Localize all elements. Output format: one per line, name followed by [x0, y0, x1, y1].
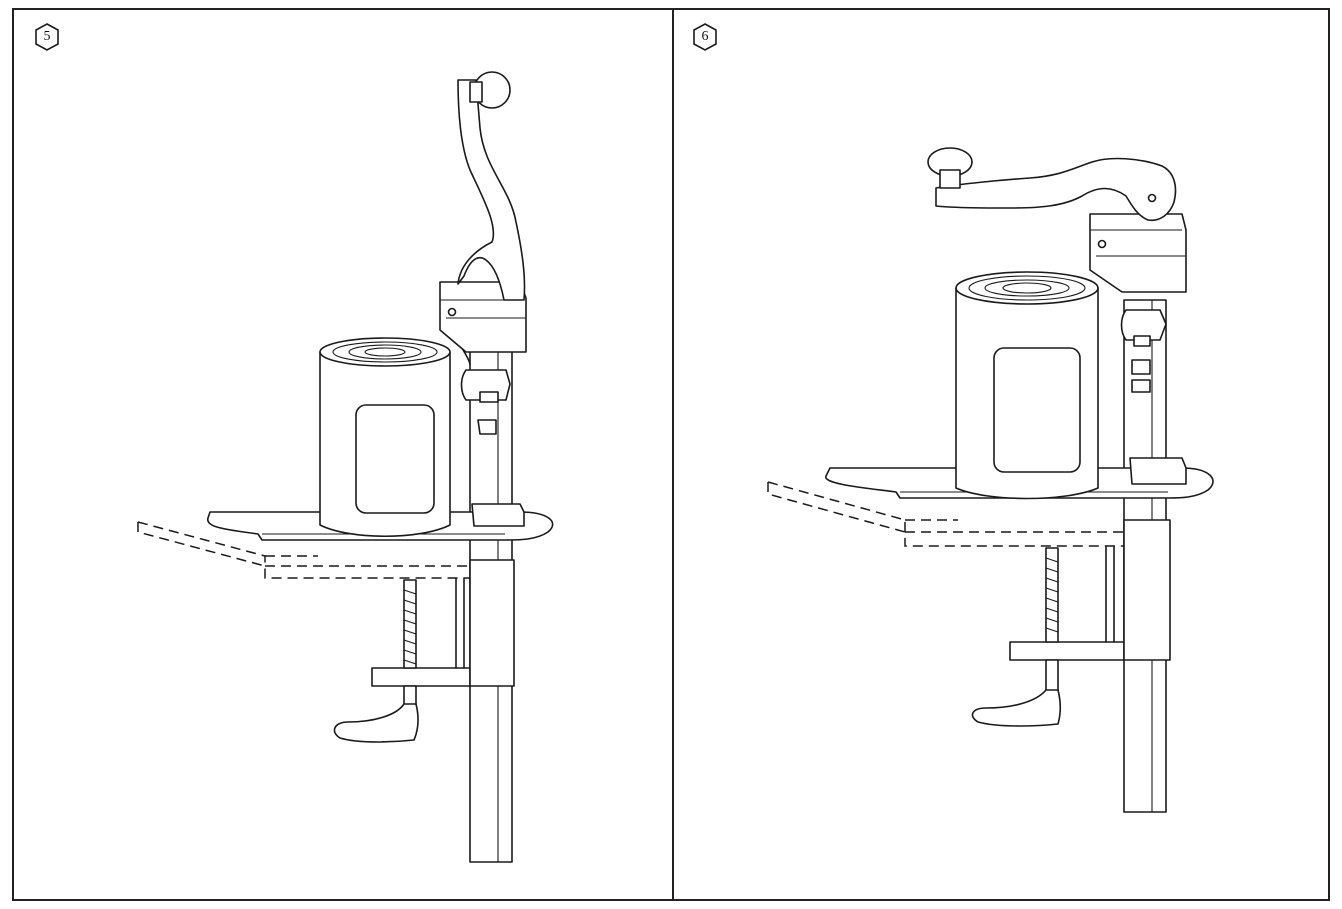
- hexagon-icon: [693, 23, 717, 51]
- table-edge-dashed: [767, 481, 1165, 547]
- lever-holder: [1089, 213, 1187, 293]
- screw-foot-handle: [333, 703, 419, 743]
- diagram-frame: [12, 8, 1330, 901]
- step-6-number: 6: [701, 29, 709, 44]
- step-5-number: 5: [43, 29, 51, 44]
- cutting-head: [1103, 259, 1167, 393]
- step-5-can-opener-illustration: [137, 71, 554, 863]
- table-edge-dashed: [137, 521, 512, 579]
- clamp-screw: [1045, 547, 1059, 693]
- clamp-bracket: [1009, 519, 1171, 661]
- screw-foot-handle: [971, 689, 1062, 727]
- clamp-bracket: [371, 559, 515, 687]
- lowered-handle: [927, 147, 1177, 222]
- step-6-badge: 6: [690, 22, 720, 52]
- clamp-screw: [403, 579, 417, 707]
- hexagon-icon: [35, 23, 59, 51]
- can-illustration: [319, 337, 451, 538]
- panel-divider: [672, 8, 674, 901]
- can-illustration: [955, 271, 1099, 500]
- step-5-badge: 5: [32, 22, 62, 52]
- cutting-head: [457, 339, 511, 435]
- raised-handle: [457, 71, 526, 301]
